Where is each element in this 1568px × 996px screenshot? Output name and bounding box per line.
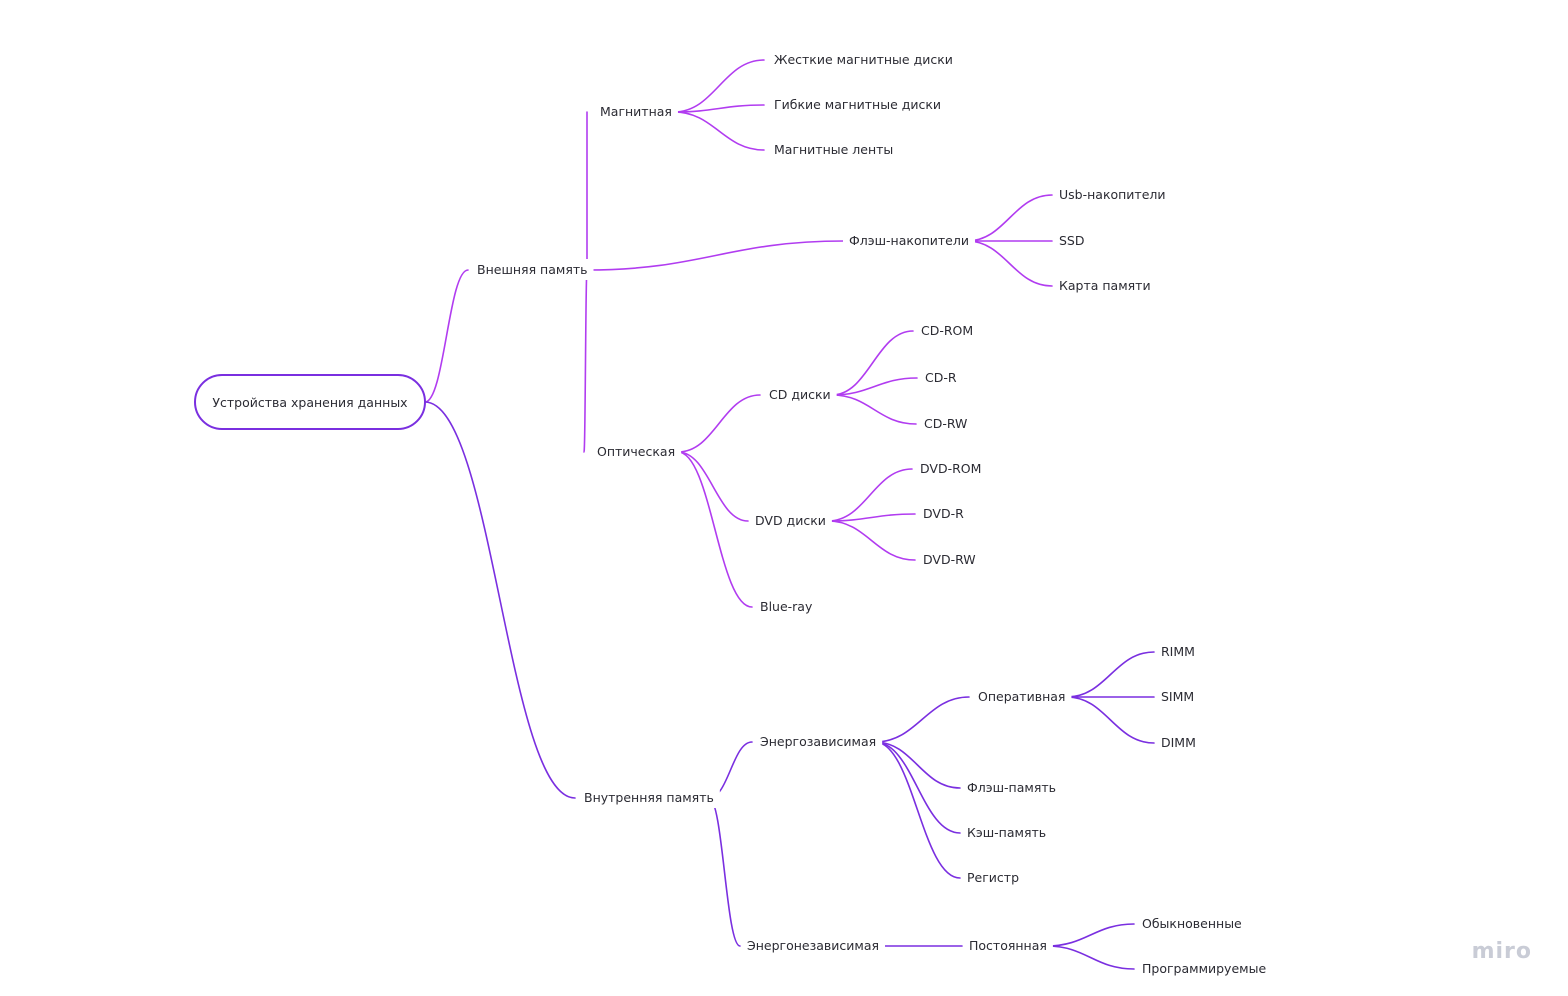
root-node-label: Устройства хранения данных — [212, 395, 407, 410]
label-backdrop — [594, 101, 678, 122]
label-backdrop — [471, 259, 594, 280]
label-backdrop — [1053, 230, 1091, 251]
node-label-vol4[interactable]: Регистр — [967, 870, 1019, 885]
node-label-flash[interactable]: Флэш-накопители — [849, 233, 969, 248]
node-label-cd3[interactable]: CD-RW — [924, 416, 967, 431]
node-label-mag2[interactable]: Гибкие магнитные диски — [774, 97, 941, 112]
label-backdrop — [843, 230, 975, 251]
node-label-vol3[interactable]: Кэш-память — [967, 825, 1046, 840]
connector-cd-cd3 — [831, 394, 917, 425]
connector-mag-mag2 — [673, 104, 765, 113]
connector-rom-rom1 — [1046, 923, 1135, 947]
label-backdrop — [741, 935, 886, 956]
label-backdrop — [578, 787, 720, 808]
label-backdrop — [1155, 686, 1201, 707]
connector-vol-vol3 — [874, 741, 961, 834]
node-label-bluray[interactable]: Blue-ray — [760, 599, 813, 614]
connector-rom-rom2 — [1046, 945, 1135, 970]
label-backdrop — [963, 935, 1053, 956]
label-backdrop — [1155, 641, 1201, 662]
connector-mag-mag3 — [673, 111, 765, 151]
node-label-ram[interactable]: Оперативная — [978, 689, 1065, 704]
node-label-opt[interactable]: Оптическая — [597, 444, 675, 459]
node-label-dvd3[interactable]: DVD-RW — [923, 552, 976, 567]
node-label-dvd[interactable]: DVD диски — [755, 513, 826, 528]
label-backdrop — [917, 503, 971, 524]
connector-int-nonvol — [708, 797, 741, 947]
connector-ram-ram3 — [1066, 696, 1155, 744]
connector-opt-bluray — [677, 451, 753, 608]
label-backdrop — [914, 458, 988, 479]
node-label-mag3[interactable]: Магнитные ленты — [774, 142, 893, 157]
label-backdrop — [961, 867, 1026, 888]
node-label-ext[interactable]: Внешняя память — [477, 262, 588, 277]
node-label-dvd1[interactable]: DVD-ROM — [920, 461, 981, 476]
connector-ram-ram1 — [1066, 651, 1155, 698]
label-backdrop — [1053, 275, 1157, 296]
label-backdrop — [749, 510, 832, 531]
node-label-cd[interactable]: CD диски — [769, 387, 831, 402]
label-backdrop — [754, 731, 883, 752]
node-label-ram1[interactable]: RIMM — [1161, 644, 1195, 659]
label-backdrop — [917, 549, 982, 570]
node-label-dvd2[interactable]: DVD-R — [923, 506, 964, 521]
mindmap-connectors — [424, 59, 1155, 970]
label-backdrop — [918, 413, 974, 434]
connector-vol-vol2 — [874, 741, 961, 789]
connector-vol-vol4 — [874, 741, 961, 879]
connector-root-ext — [424, 269, 469, 403]
node-label-flash3[interactable]: Карта памяти — [1059, 278, 1151, 293]
node-label-vol[interactable]: Энергозависимая — [760, 734, 876, 749]
label-backdrop — [768, 49, 959, 70]
connector-dvd-dvd1 — [827, 468, 913, 522]
connector-dvd-dvd2 — [827, 513, 916, 522]
root-node-frame — [194, 374, 426, 430]
node-label-mag1[interactable]: Жесткие магнитные диски — [774, 52, 953, 67]
label-backdrop — [763, 384, 837, 405]
connector-cd-cd2 — [831, 377, 918, 396]
mindmap-root-node[interactable]: Устройства хранения данных — [194, 374, 426, 430]
miro-watermark-logo: miro — [1471, 939, 1532, 964]
label-backdrop — [1053, 184, 1172, 205]
node-label-mag[interactable]: Магнитная — [600, 104, 672, 119]
label-backdrop — [961, 822, 1053, 843]
node-label-ram2[interactable]: SIMM — [1161, 689, 1194, 704]
label-backdrop — [768, 139, 900, 160]
node-label-rom1[interactable]: Обыкновенные — [1142, 916, 1242, 931]
node-label-flash1[interactable]: Usb-накопители — [1059, 187, 1166, 202]
node-label-rom[interactable]: Постоянная — [969, 938, 1047, 953]
label-backdrop — [919, 367, 963, 388]
connector-dvd-dvd3 — [827, 520, 916, 561]
connector-opt-dvd — [677, 451, 749, 522]
label-backdrop — [915, 320, 980, 341]
node-label-int[interactable]: Внутренняя память — [584, 790, 714, 805]
label-backdrop — [961, 777, 1062, 798]
label-backdrop — [972, 686, 1072, 707]
node-label-ram3[interactable]: DIMM — [1161, 735, 1196, 750]
label-backdrop — [754, 596, 819, 617]
connector-root-int — [424, 401, 576, 799]
label-backdrop — [591, 441, 682, 462]
connector-opt-cd — [677, 394, 761, 453]
connector-cd-cd1 — [831, 330, 914, 396]
mindmap-node-labels: Внешняя память Магнитная Жесткие магнитные… — [471, 49, 1273, 979]
node-label-vol2[interactable]: Флэш-память — [967, 780, 1056, 795]
node-label-cd2[interactable]: CD-R — [925, 370, 957, 385]
label-backdrop — [1155, 732, 1202, 753]
label-backdrop — [1136, 913, 1249, 934]
node-label-nonvol[interactable]: Энергонезависимая — [747, 938, 879, 953]
connector-vol-ram — [874, 696, 970, 743]
node-label-flash2[interactable]: SSD — [1059, 233, 1085, 248]
connector-ext-flash — [586, 240, 845, 271]
connector-ext-opt — [583, 269, 588, 453]
connector-flash-flash3 — [966, 240, 1053, 287]
label-backdrop — [1136, 958, 1273, 979]
node-label-rom2[interactable]: Программируемые — [1142, 961, 1266, 976]
connector-mag-mag1 — [673, 59, 765, 113]
label-backdrop — [768, 94, 948, 115]
node-label-cd1[interactable]: CD-ROM — [921, 323, 973, 338]
connector-flash-flash1 — [966, 194, 1053, 242]
